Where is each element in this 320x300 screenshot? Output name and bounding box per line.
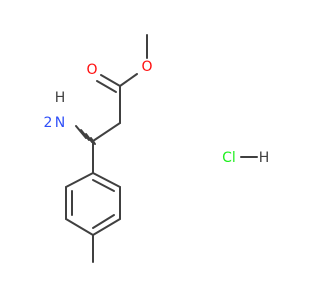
ring-inner-bond-1 [92, 179, 115, 192]
hcl-chlorine-label: Cl [222, 150, 236, 166]
ring-bond-4 [65, 218, 94, 236]
amine-h-subscript-label: 2 [44, 115, 53, 131]
ring-bond-3 [92, 218, 121, 236]
atom-labels: O O H N 2 Cl H [44, 59, 270, 166]
bond-carbonyl-double-a [100, 74, 121, 87]
bond-ester-o-carbonyl [119, 73, 138, 87]
bond-ch2-stereocenter [92, 122, 121, 142]
carbonyl-oxygen-label: O [86, 62, 97, 78]
bond-carbonyl-double-b [96, 80, 117, 93]
amine-n-label: N [55, 115, 65, 131]
ring-bond-1 [92, 172, 121, 188]
amine-h-label: H [55, 90, 66, 106]
bonds [65, 34, 148, 263]
molecule-structure: O O H N 2 Cl H [44, 34, 270, 263]
ester-oxygen-label: O [141, 59, 152, 75]
hcl-hydrogen-label: H [259, 150, 270, 166]
hashed-wedge-bond [75, 125, 96, 145]
ring-bond-6 [65, 172, 94, 188]
ring-inner-bond-2 [92, 214, 115, 229]
